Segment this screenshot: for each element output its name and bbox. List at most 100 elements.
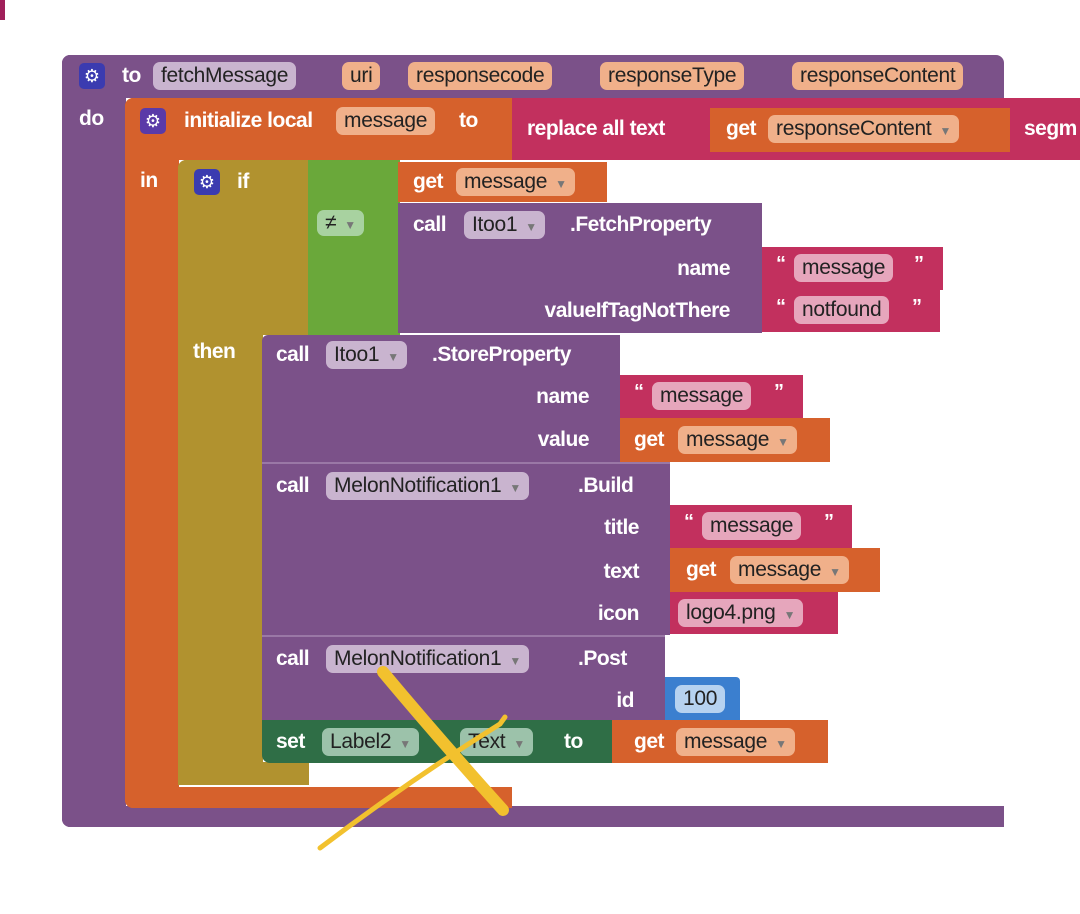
component-dropdown[interactable]: Itoo1 ▼: [326, 341, 407, 369]
replace-label: replace all text: [527, 117, 665, 140]
call-label: call: [276, 343, 310, 366]
build-block[interactable]: call MelonNotification1▼ .Build title te…: [262, 462, 670, 635]
procedure-name-field[interactable]: fetchMessage: [153, 62, 297, 90]
replace-all-text-block[interactable]: replace all text get responseContent ▼ se…: [512, 98, 1080, 160]
var-dropdown[interactable]: message ▼: [678, 426, 797, 454]
number-field[interactable]: 100: [675, 685, 726, 713]
text-block[interactable]: “ notfound ”: [762, 290, 940, 332]
get-message-block[interactable]: get message▼: [670, 548, 880, 592]
var-dropdown[interactable]: message ▼: [456, 168, 575, 196]
get-responsecontent-block[interactable]: get responseContent ▼: [710, 108, 1010, 152]
text-field[interactable]: message: [702, 512, 802, 540]
chevron-down-icon: ▼: [509, 654, 521, 668]
fetch-property-block[interactable]: call Itoo1▼ .FetchProperty name valueIfT…: [398, 203, 762, 333]
component-name: MelonNotification1: [334, 474, 502, 497]
var-dropdown[interactable]: message ▼: [676, 728, 795, 756]
to-keyword: to: [122, 64, 141, 87]
component-name: Label2: [330, 730, 392, 753]
get-label: get: [686, 558, 717, 581]
param-responsecode[interactable]: responsecode: [408, 62, 553, 90]
chevron-down-icon: ▼: [777, 435, 789, 449]
component-dropdown[interactable]: MelonNotification1 ▼: [326, 472, 529, 500]
cross-stroke: [377, 666, 509, 816]
operator-dropdown[interactable]: ≠▼: [317, 210, 364, 236]
param-uri[interactable]: uri: [342, 62, 381, 90]
component-name: Itoo1: [472, 213, 518, 236]
id-label: id: [616, 689, 634, 712]
if-label: if: [237, 170, 249, 193]
to-label: to: [564, 730, 583, 753]
get-label: get: [634, 730, 665, 753]
corner-mark: [0, 0, 5, 20]
in-label: in: [140, 169, 158, 192]
segment-label: segm: [1024, 117, 1077, 140]
set-label: set: [276, 730, 305, 753]
set-label-text-block[interactable]: set Label2▼ Text▼ to: [262, 720, 614, 763]
chevron-down-icon: ▼: [509, 481, 521, 495]
get-label: get: [726, 117, 757, 140]
chevron-down-icon: ▼: [344, 218, 356, 232]
param-responsetype[interactable]: responseType: [600, 62, 745, 90]
initialize-local-label: initialize local: [184, 109, 313, 132]
chevron-down-icon: ▼: [555, 177, 567, 191]
value-label: value: [537, 428, 590, 451]
then-label: then: [193, 340, 236, 363]
default-label: valueIfTagNotThere: [544, 299, 731, 322]
text-field[interactable]: message: [652, 382, 752, 410]
post-block[interactable]: call MelonNotification1 ▼ .Post id: [262, 635, 665, 721]
mutator-gear-icon[interactable]: ⚙: [140, 108, 166, 134]
asset-dropdown[interactable]: logo4.png ▼: [678, 599, 804, 627]
text-label: text: [603, 560, 640, 583]
call-label: call: [413, 213, 447, 236]
chevron-down-icon: ▼: [783, 608, 796, 622]
component-name: Itoo1: [334, 343, 380, 366]
operator: ≠: [325, 211, 337, 234]
get-message-block[interactable]: get message▼: [398, 162, 607, 202]
component-dropdown[interactable]: Itoo1▼: [464, 211, 545, 239]
component-dropdown[interactable]: MelonNotification1 ▼: [326, 645, 529, 673]
do-label: do: [79, 107, 104, 130]
text-block[interactable]: “ message ”: [762, 247, 943, 290]
component-dropdown[interactable]: Label2 ▼: [322, 728, 419, 756]
local-var-name-field[interactable]: message: [336, 107, 436, 135]
chevron-down-icon: ▼: [399, 737, 411, 751]
store-property-block[interactable]: call Itoo1 ▼ .StoreProperty name value: [262, 335, 620, 462]
call-label: call: [276, 647, 310, 670]
compare-block[interactable]: ≠▼: [308, 160, 400, 335]
var-dropdown[interactable]: responseContent ▼: [768, 115, 960, 143]
chevron-down-icon: ▼: [513, 737, 525, 751]
mutator-gear-icon[interactable]: ⚙: [79, 63, 105, 89]
text-field[interactable]: message: [794, 254, 894, 282]
param-responsecontent[interactable]: responseContent: [792, 62, 964, 90]
get-label: get: [634, 428, 665, 451]
method-label: .Build: [578, 474, 634, 497]
icon-label: icon: [597, 602, 640, 625]
var-name: responseContent: [776, 117, 932, 140]
title-label: title: [604, 516, 639, 539]
method-label: .Post: [578, 647, 627, 670]
method-label: .StoreProperty: [432, 343, 571, 366]
number-block[interactable]: 100: [665, 677, 740, 721]
component-name: MelonNotification1: [334, 647, 502, 670]
method-label: .FetchProperty: [570, 213, 712, 236]
name-label: name: [677, 257, 730, 280]
get-message-block[interactable]: get message ▼: [620, 418, 830, 462]
var-dropdown[interactable]: message▼: [730, 556, 849, 584]
asset-name: logo4.png: [686, 601, 776, 624]
chevron-down-icon: ▼: [829, 565, 841, 579]
var-name: message: [464, 170, 548, 193]
chevron-down-icon: ▼: [387, 350, 399, 364]
to-label: to: [459, 109, 478, 132]
name-label: name: [536, 385, 589, 408]
text-field[interactable]: notfound: [794, 296, 890, 324]
text-block[interactable]: “ message ”: [670, 505, 852, 548]
text-block[interactable]: “ message ”: [620, 375, 803, 418]
chevron-down-icon: ▼: [939, 124, 952, 138]
chevron-down-icon: ▼: [775, 737, 787, 751]
get-message-block[interactable]: get message ▼: [612, 720, 828, 763]
mutator-gear-icon[interactable]: ⚙: [194, 169, 220, 195]
asset-block[interactable]: logo4.png ▼: [670, 592, 838, 634]
var-name: message: [686, 428, 770, 451]
var-name: message: [684, 730, 768, 753]
